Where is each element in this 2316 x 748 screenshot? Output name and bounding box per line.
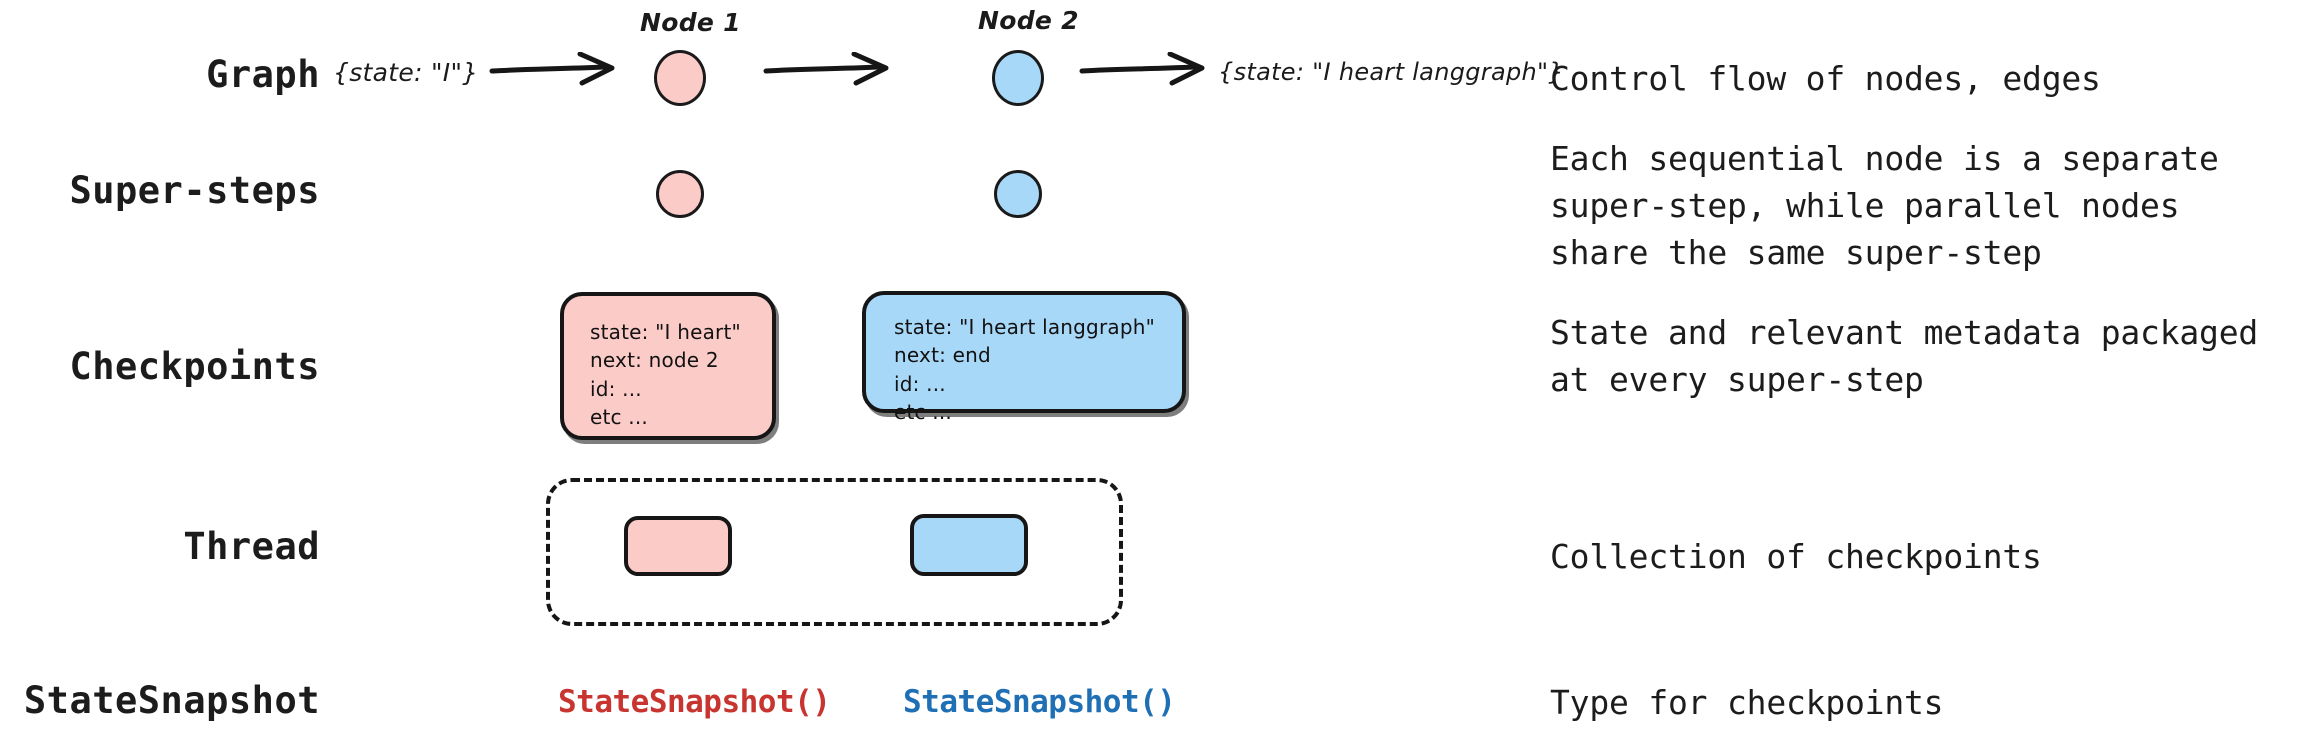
output-state-annotation: {state: "I heart langgraph"} [1218, 58, 1564, 86]
graph-node-1[interactable] [654, 50, 706, 106]
input-state-annotation: {state: "I"} [333, 58, 479, 87]
superstep-node-1[interactable] [656, 170, 704, 218]
checkpoint-box-pink[interactable]: state: "I heart" next: node 2 id: ... et… [560, 292, 776, 440]
superstep-node-2[interactable] [994, 170, 1042, 218]
description-statesnapshot: Type for checkpoints [1550, 683, 1944, 722]
row-label-statesnapshot: StateSnapshot [23, 679, 320, 722]
statesnapshot-label-blue: StateSnapshot() [903, 684, 1176, 720]
description-graph: Control flow of nodes, edges [1550, 59, 2101, 98]
arrow-node2-to-output [1079, 52, 1205, 86]
checkpoint-blue-text: state: "I heart langgraph" next: end id:… [894, 315, 1156, 425]
thread-container[interactable] [546, 478, 1123, 626]
arrow-input-to-node1 [489, 52, 615, 86]
row-label-super-steps: Super-steps [69, 169, 320, 212]
statesnapshot-label-red: StateSnapshot() [558, 684, 831, 720]
checkpoint-box-blue[interactable]: state: "I heart langgraph" next: end id:… [862, 291, 1186, 424]
arrow-node1-to-node2 [763, 52, 889, 86]
thread-checkpoint-chip-2[interactable] [910, 514, 1028, 576]
row-label-thread: Thread [183, 525, 320, 568]
description-super-steps: Each sequential node is a separate super… [1550, 139, 2219, 272]
row-label-checkpoints: Checkpoints [69, 345, 320, 388]
thread-checkpoint-chip-1[interactable] [624, 516, 732, 576]
checkpoint-pink-text: state: "I heart" next: node 2 id: ... et… [590, 320, 741, 430]
node2-caption: Node 2 [978, 6, 1079, 35]
row-label-graph: Graph [206, 53, 320, 96]
description-thread: Collection of checkpoints [1550, 537, 2042, 576]
description-checkpoints: State and relevant metadata packaged at … [1550, 313, 2259, 399]
node1-caption: Node 1 [640, 8, 741, 37]
graph-node-2[interactable] [992, 50, 1044, 106]
